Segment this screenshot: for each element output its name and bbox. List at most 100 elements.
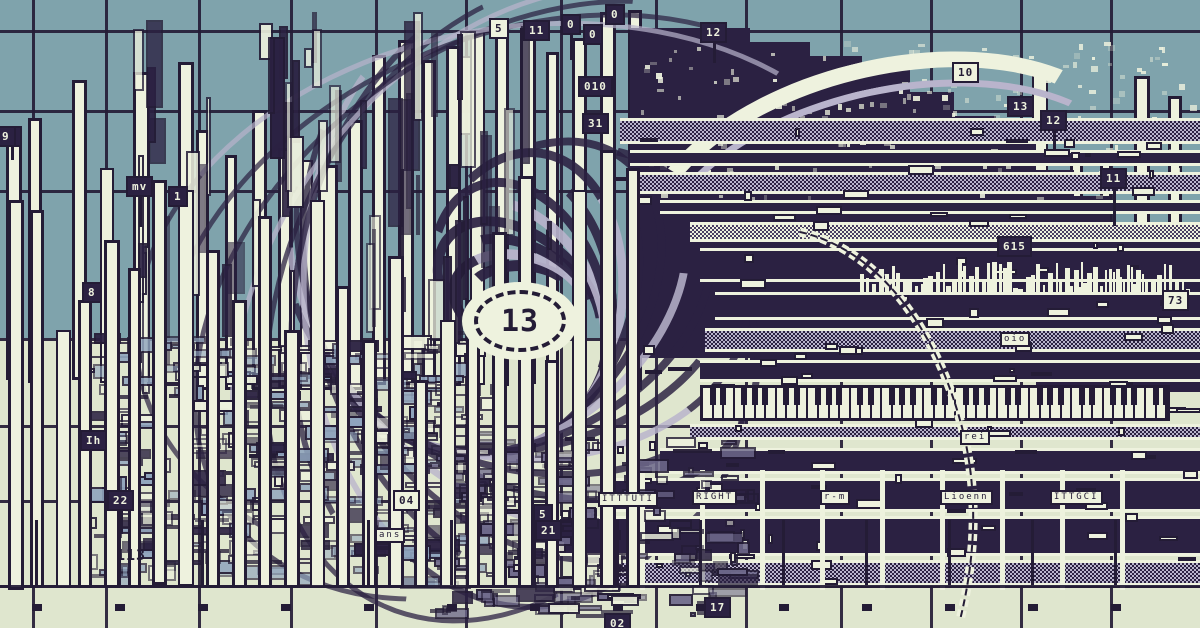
value-badge[interactable]: 11 [1100,168,1128,226]
piano-black-key[interactable] [1120,388,1127,406]
piano-black-key[interactable] [793,388,800,406]
piano-black-key[interactable] [983,388,990,406]
piano-white-key[interactable] [861,388,874,418]
center-node[interactable]: 13 [462,282,578,360]
piano-white-key[interactable] [808,388,822,418]
piano-white-key[interactable] [924,388,938,418]
value-badge[interactable]: 0 [605,4,625,25]
piano-white-key[interactable] [903,388,916,418]
chart-bar[interactable] [206,250,220,588]
value-badge[interactable]: 0 [583,24,603,45]
piano-black-key[interactable] [741,388,748,406]
piano-white-key[interactable] [1157,388,1170,418]
chart-bar[interactable] [128,268,141,588]
piano-black-key[interactable] [1131,388,1138,406]
piano-black-key[interactable] [720,388,727,406]
piano-white-key[interactable] [830,388,843,418]
piano-white-key[interactable] [714,388,727,418]
chart-bar[interactable] [178,190,194,586]
piano-white-key[interactable] [977,388,990,418]
piano-white-key[interactable] [893,388,906,418]
piano-white-key[interactable] [851,388,864,418]
piano-white-key[interactable] [1009,388,1022,418]
value-badge[interactable]: Ih [80,430,108,451]
piano-white-key[interactable] [777,388,790,418]
piano-black-key[interactable] [1110,388,1117,406]
chart-bar[interactable] [572,190,587,588]
value-badge[interactable]: 02 [604,613,632,628]
value-badge[interactable]: 0 [561,14,581,60]
piano-white-key[interactable] [1114,388,1127,418]
value-badge[interactable]: 17 [704,597,732,618]
piano-white-key[interactable] [1146,388,1159,418]
piano-black-key[interactable] [1036,388,1043,406]
piano-black-key[interactable] [1057,388,1064,406]
value-badge[interactable]: 10 [952,62,980,83]
chart-bar[interactable] [258,216,272,588]
value-badge[interactable]: 13 [1007,96,1035,117]
chart-bar[interactable] [56,330,71,588]
piano-white-key[interactable] [1135,388,1146,418]
piano-white-key[interactable] [872,388,883,418]
chart-bar[interactable] [518,176,534,588]
chart-bar[interactable] [152,180,167,585]
chart-bar[interactable] [626,168,640,588]
value-badge[interactable]: 615 [997,236,1032,257]
value-badge[interactable]: 12 [1040,110,1068,151]
piano-white-key[interactable] [1104,388,1117,418]
chart-bar[interactable] [336,286,350,588]
piano-black-key[interactable] [762,388,769,406]
value-badge[interactable]: 12 [700,22,728,63]
piano-white-key[interactable] [1083,388,1096,418]
piano-black-key[interactable] [1152,388,1159,406]
piano-white-key[interactable] [882,388,895,418]
piano-white-key[interactable] [756,388,769,418]
piano-white-key[interactable] [735,388,748,418]
piano-black-key[interactable] [1004,388,1011,406]
piano-white-key[interactable] [766,388,777,418]
piano-black-key[interactable] [1047,388,1054,406]
value-badge[interactable]: 8 [82,282,102,303]
chart-bar[interactable] [440,320,456,588]
piano-white-key[interactable] [819,388,832,418]
value-badge[interactable]: 22 [107,490,135,534]
piano-white-key[interactable] [703,388,716,418]
piano-white-key[interactable] [935,388,948,418]
value-badge[interactable]: 31 [582,113,610,134]
chart-bar[interactable] [545,360,559,588]
piano-white-key[interactable] [1030,388,1043,418]
piano-black-key[interactable] [709,388,716,406]
piano-black-key[interactable] [1089,388,1096,406]
piano-white-key[interactable] [956,388,969,418]
piano-white-key[interactable] [988,388,999,418]
value-badge[interactable]: 11 [523,20,551,41]
piano-white-key[interactable] [946,388,957,418]
chart-bar[interactable] [310,200,325,588]
piano-white-key[interactable] [914,388,925,418]
value-badge[interactable]: mv [126,176,154,227]
chart-bar[interactable] [600,150,616,588]
piano-white-key[interactable] [1072,388,1085,418]
value-badge[interactable]: 010 [578,76,613,97]
piano-white-key[interactable] [798,388,809,418]
piano-white-key[interactable] [1041,388,1054,418]
piano-white-key[interactable] [1125,388,1138,418]
piano-white-key[interactable] [998,388,1011,418]
value-badge[interactable]: 04 [393,490,421,511]
piano-black-key[interactable] [1015,388,1022,406]
piano-black-key[interactable] [1078,388,1085,406]
piano-white-key[interactable] [1062,388,1073,418]
value-badge[interactable]: 5 [489,18,509,39]
piano-white-key[interactable] [724,388,735,418]
piano-white-key[interactable] [1093,388,1104,418]
value-badge[interactable]: 73 [1162,290,1190,311]
piano-white-key[interactable] [1019,388,1030,418]
chart-bar[interactable] [8,200,24,590]
piano-white-key[interactable] [1051,388,1064,418]
chart-bar[interactable] [232,300,247,588]
value-badge[interactable]: 1 [168,186,188,207]
piano-black-key[interactable] [1163,388,1170,406]
piano-white-key[interactable] [745,388,758,418]
piano-white-key[interactable] [787,388,800,418]
piano-black-key[interactable] [751,388,758,406]
